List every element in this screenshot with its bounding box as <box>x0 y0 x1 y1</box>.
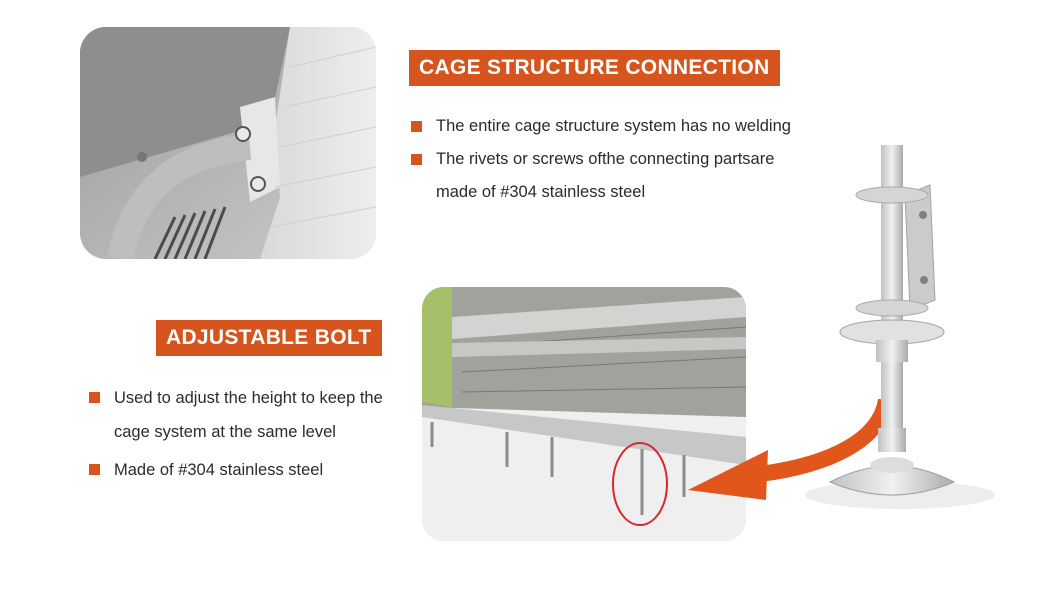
list-item: Used to adjust the height to keep the ca… <box>87 381 387 449</box>
adjustable-bolt-heading: ADJUSTABLE BOLT <box>156 320 382 356</box>
adjustable-bolt-bullet-list: Used to adjust the height to keep the ca… <box>87 381 387 487</box>
list-item: Made of #304 stainless steel <box>87 453 387 487</box>
bullet-text: The rivets or screws ofthe connecting pa… <box>436 150 775 201</box>
bullet-square-icon <box>89 464 100 475</box>
bullet-text: Used to adjust the height to keep the ca… <box>114 389 383 441</box>
bullet-square-icon <box>411 154 422 165</box>
cage-connection-photo <box>80 27 376 259</box>
cage-structure-heading: CAGE STRUCTURE CONNECTION <box>409 50 780 86</box>
list-item: The entire cage structure system has no … <box>409 110 809 143</box>
list-item: The rivets or screws ofthe connecting pa… <box>409 143 809 209</box>
bullet-square-icon <box>89 392 100 403</box>
bullet-text: The entire cage structure system has no … <box>436 117 791 135</box>
bullet-text: Made of #304 stainless steel <box>114 461 324 479</box>
cage-system-photo <box>422 287 746 541</box>
cage-structure-bullet-list: The entire cage structure system has no … <box>409 110 809 209</box>
adjustable-bolt-image <box>800 120 1052 520</box>
bullet-square-icon <box>411 121 422 132</box>
